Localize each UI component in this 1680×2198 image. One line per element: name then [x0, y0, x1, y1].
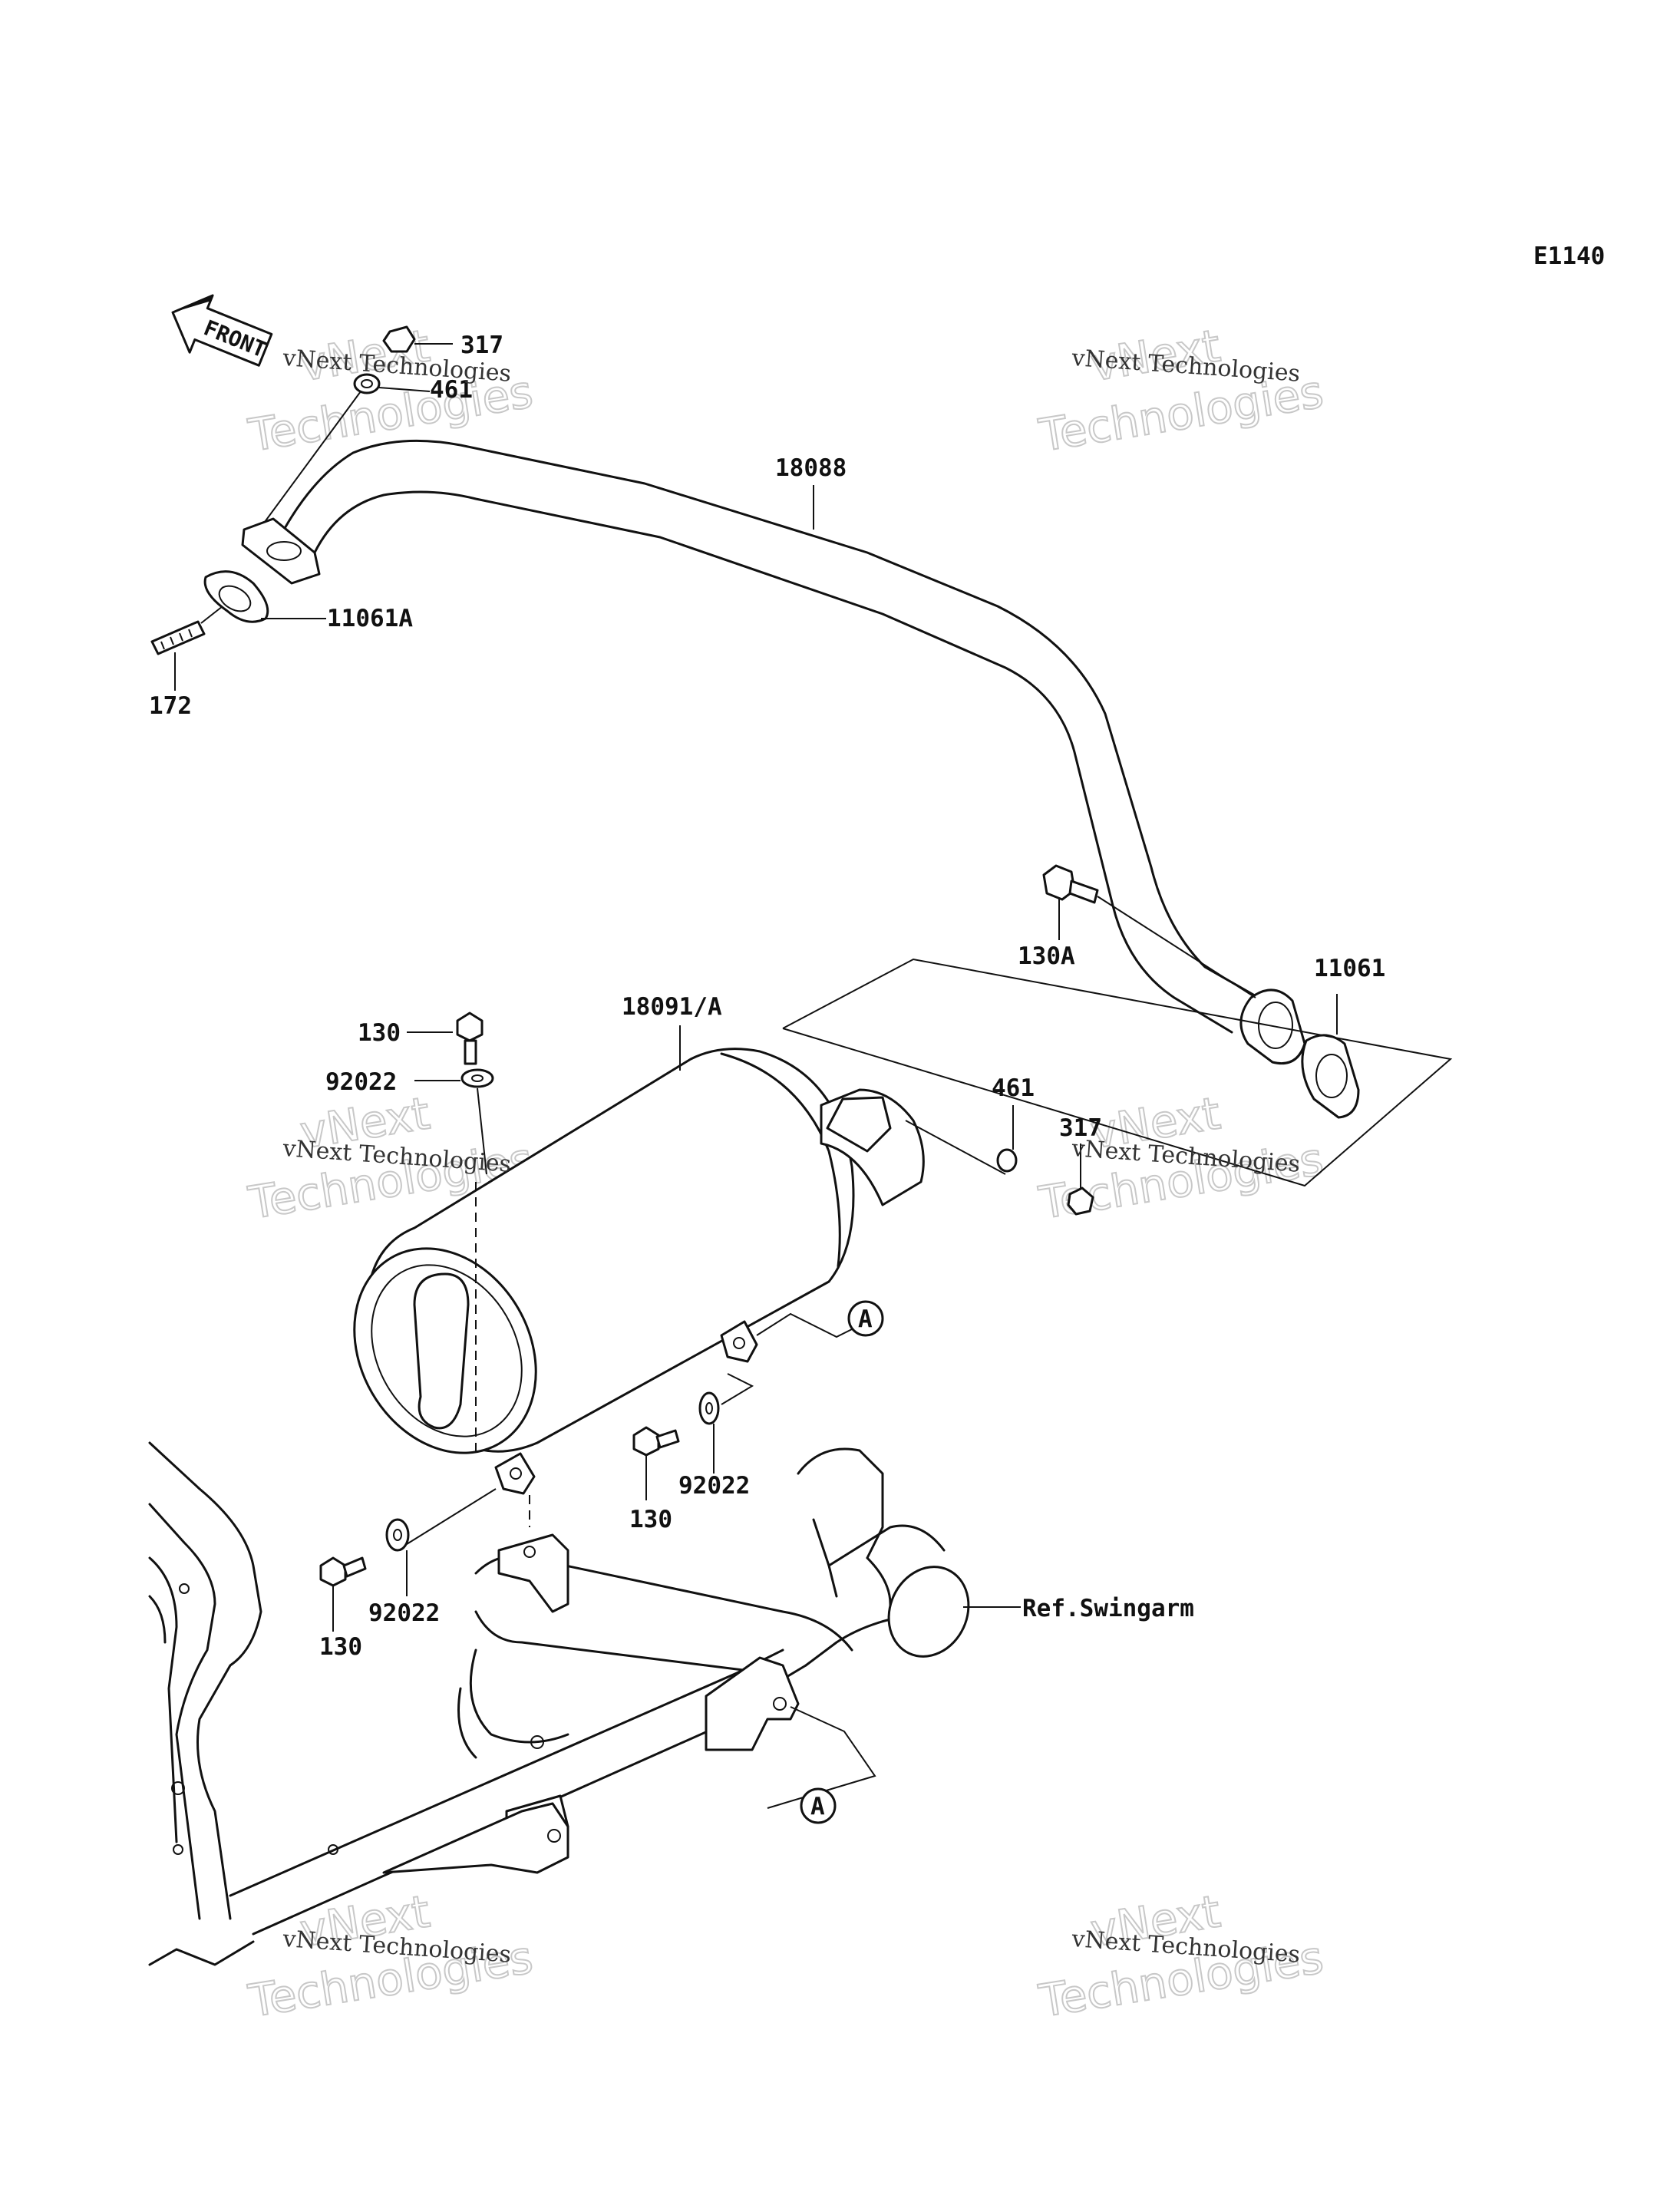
label-18091A: 18091/A [622, 993, 722, 1021]
washer-92022-top [414, 1068, 494, 1175]
bolt-130-top [407, 1012, 484, 1065]
front-arrow-icon: FRONT [171, 294, 273, 367]
label-18088: 18088 [775, 454, 847, 482]
washer-92022-mid [698, 1373, 754, 1474]
label-461-top: 461 [430, 376, 473, 404]
label-130-top: 130 [358, 1019, 401, 1047]
washer-461-top [264, 373, 431, 523]
nut-317-mid [1067, 1144, 1094, 1216]
label-317-mid: 317 [1059, 1114, 1102, 1142]
hardware-group-outline [782, 958, 1453, 1187]
gasket-11061 [1301, 994, 1360, 1119]
label-11061: 11061 [1314, 955, 1385, 982]
label-ref-swingarm: Ref.Swingarm [1022, 1595, 1194, 1622]
label-11061A: 11061A [327, 605, 413, 632]
leader-refA-upper [756, 1312, 853, 1338]
bolt-130-bot [319, 1556, 367, 1632]
label-92022-bot: 92022 [368, 1599, 440, 1627]
label-130A: 130A [1018, 942, 1075, 970]
muffler-18091A [353, 1048, 1006, 1527]
gasket-11061A [203, 570, 326, 623]
bolt-130-mid [632, 1426, 680, 1500]
washer-92022-bot [385, 1488, 497, 1596]
washer-461-mid [996, 1105, 1018, 1173]
exhaust-pipe-18088 [241, 439, 1306, 1064]
ref-a-upper-label: A [858, 1305, 873, 1333]
frame-swingarm [148, 1441, 1021, 1966]
nut-317-top [382, 325, 453, 353]
ref-a-upper-marker: A [847, 1300, 884, 1337]
diagram-code: E1140 [1533, 243, 1605, 270]
label-92022-mid: 92022 [678, 1472, 750, 1500]
ref-a-lower-marker: A [800, 1787, 837, 1824]
label-461-mid: 461 [992, 1074, 1035, 1102]
stud-172 [150, 606, 223, 691]
ref-a-lower-label: A [810, 1793, 825, 1820]
label-130-bot: 130 [319, 1633, 362, 1661]
bolt-130A [1042, 864, 1256, 998]
label-317-top: 317 [460, 332, 503, 359]
label-130-mid: 130 [629, 1506, 672, 1533]
label-92022-top: 92022 [325, 1068, 397, 1096]
label-172: 172 [149, 692, 192, 720]
